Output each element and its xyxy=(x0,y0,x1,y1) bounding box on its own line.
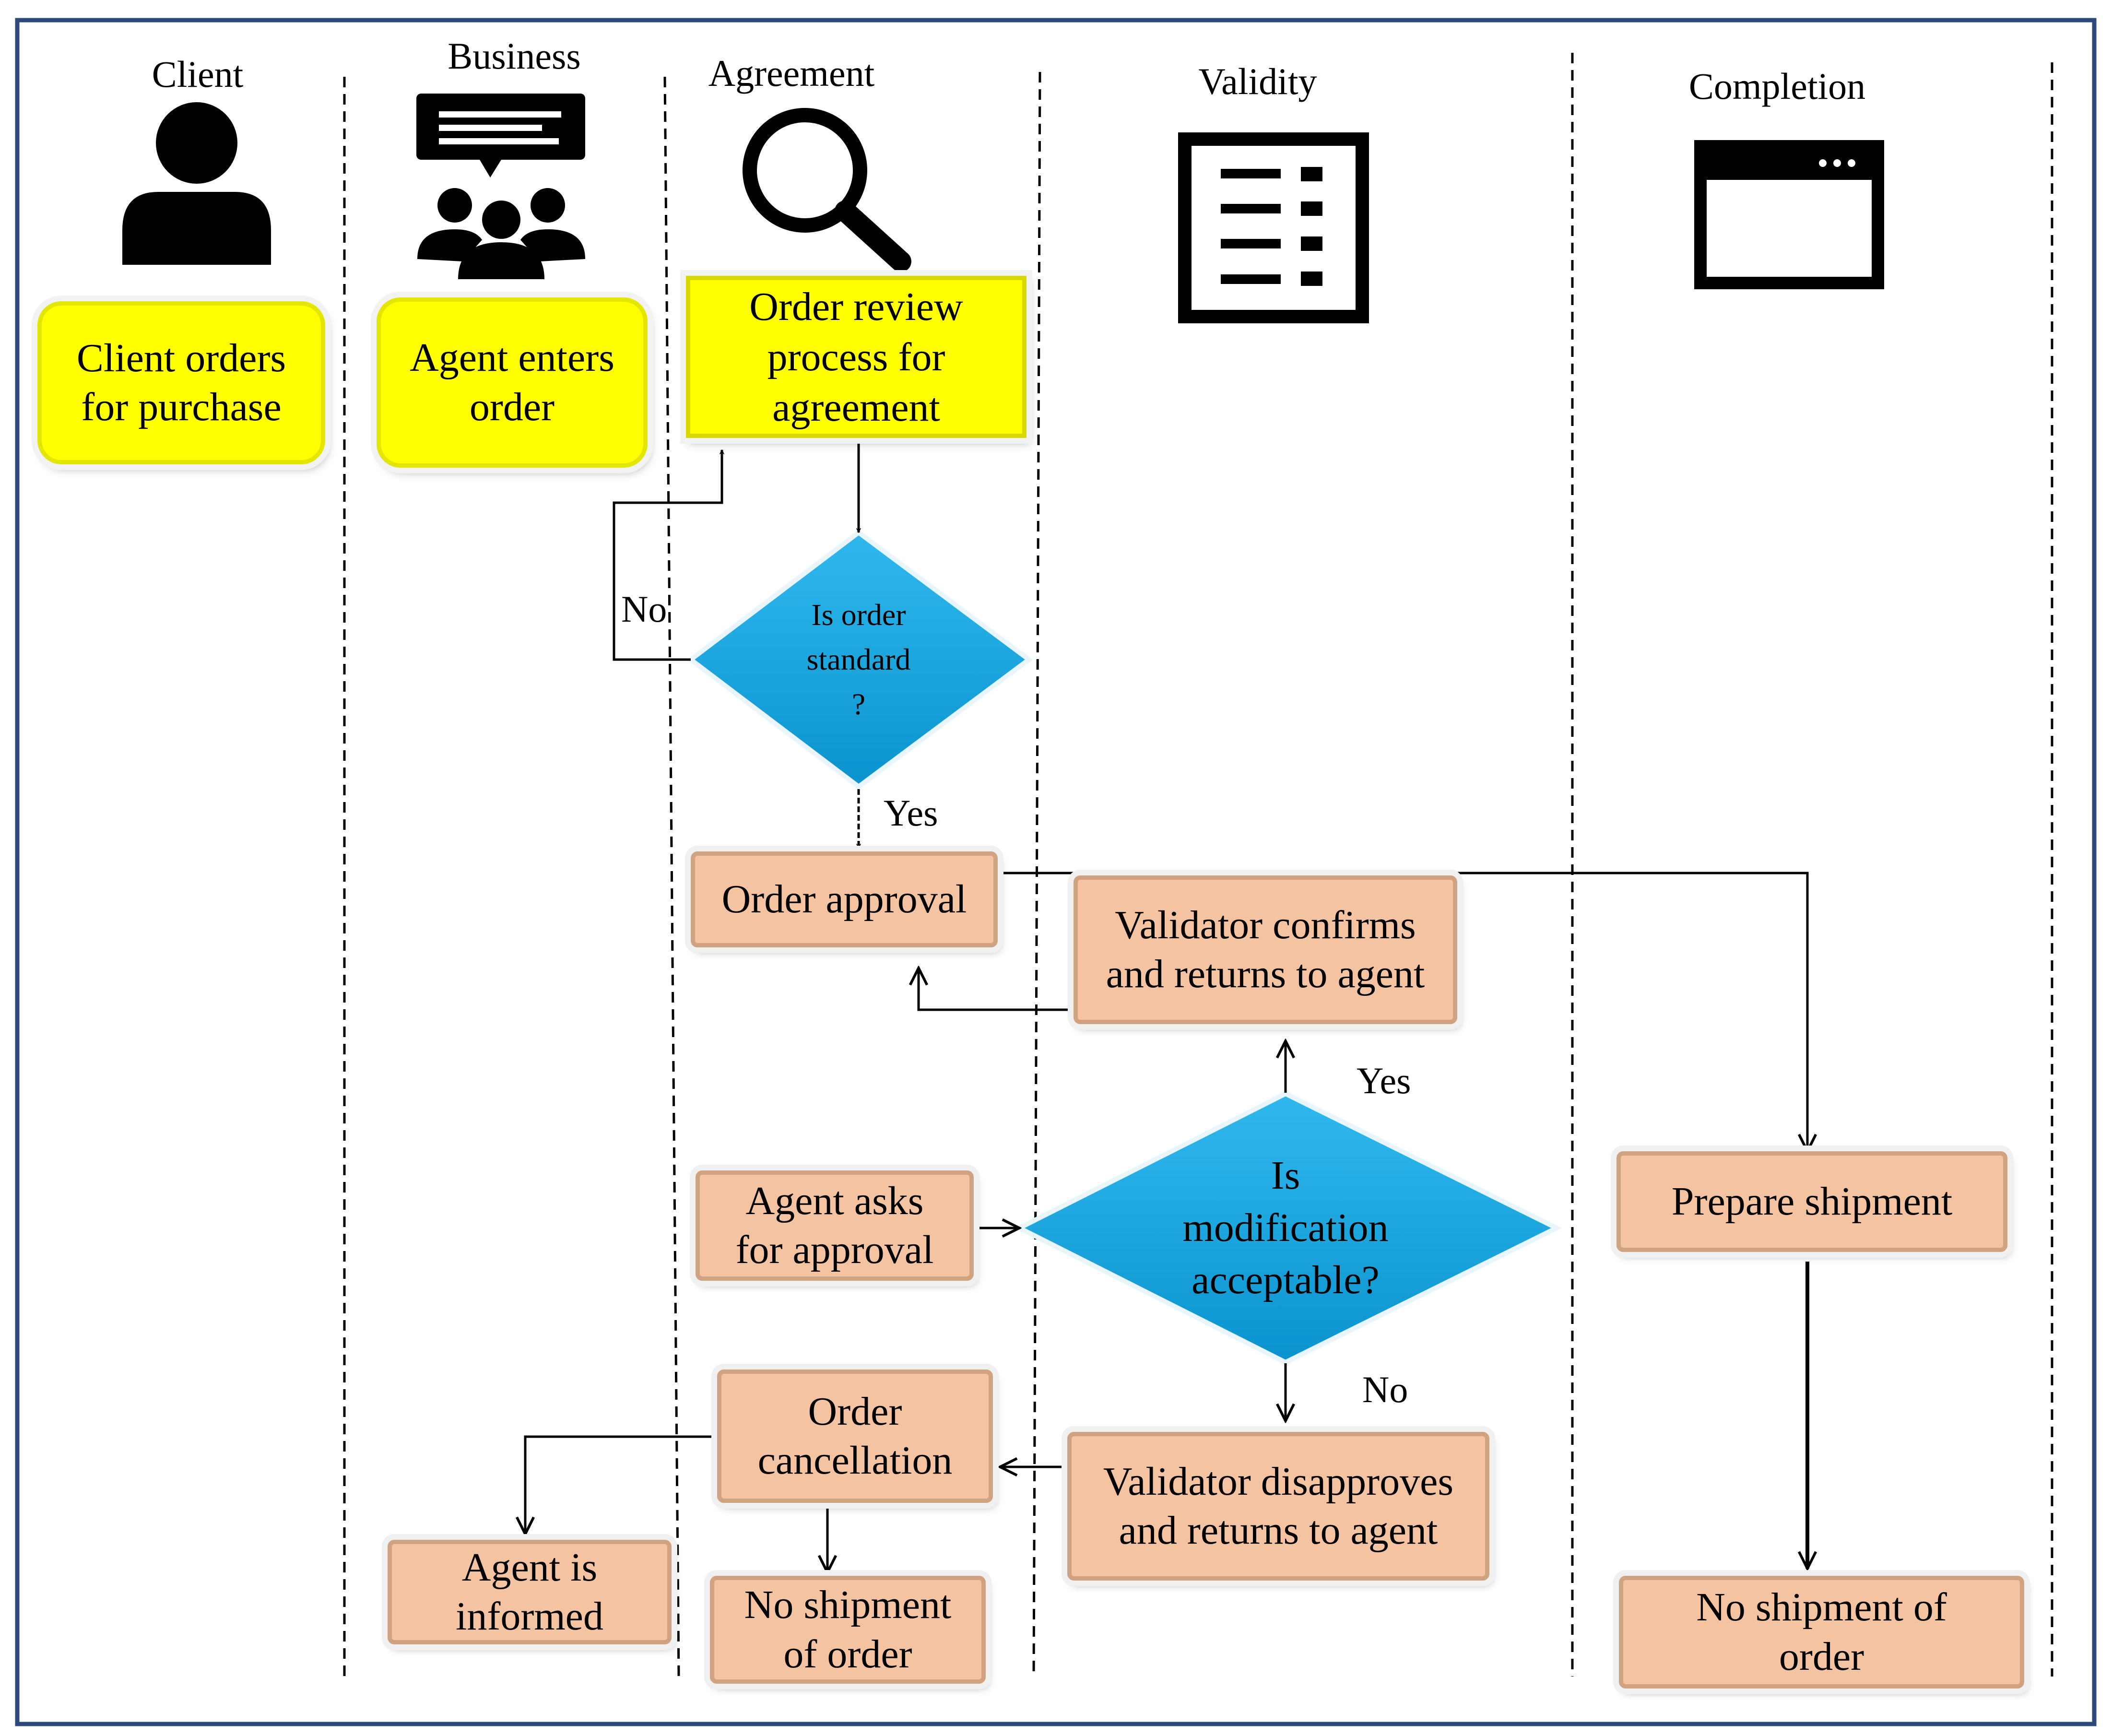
node-client-orders: Client orders for purchase xyxy=(37,301,325,464)
edge-label-no-modification: No xyxy=(1362,1369,1408,1410)
node-validator-disapproves: Validator disapproves and returns to age… xyxy=(1067,1432,1489,1581)
connectors xyxy=(525,444,1807,1572)
magnifier-icon xyxy=(743,108,911,272)
decision-diamond-modification xyxy=(1014,1091,1562,1365)
node-no-shipment-completion: No shipment of order xyxy=(1619,1576,2024,1689)
lane-title-business: Business xyxy=(448,35,581,77)
edge-label-yes-standard: Yes xyxy=(884,792,938,834)
node-prepare-shipment: Prepare shipment xyxy=(1616,1151,2007,1252)
node-no-shipment-agreement: No shipment of order xyxy=(710,1576,986,1684)
edge-standard-no-to-review xyxy=(613,450,722,661)
decision-diamond-standard xyxy=(686,529,1033,790)
edge-approval-to-prepare xyxy=(1002,872,1807,1151)
edge-cancellation-to-informed xyxy=(525,1435,717,1534)
lane-title-completion: Completion xyxy=(1688,65,1866,107)
edge-label-yes-modification: Yes xyxy=(1357,1060,1411,1101)
lane-separator-2 xyxy=(663,76,680,1677)
node-order-review: Order review process for agreement xyxy=(686,276,1027,438)
edge-label-no-standard: No xyxy=(621,588,667,630)
browser-window-icon xyxy=(1694,140,1884,289)
person-icon xyxy=(122,102,271,265)
lane-title-client: Client xyxy=(152,53,244,95)
decision-text-modification: Is modification acceptable? xyxy=(1182,1153,1389,1303)
node-agent-informed: Agent is informed xyxy=(388,1540,672,1644)
lane-title-agreement: Agreement xyxy=(708,52,875,94)
node-agent-asks: Agent asks for approval xyxy=(696,1170,974,1281)
node-validator-confirms: Validator confirms and returns to agent xyxy=(1074,875,1457,1024)
outer-frame xyxy=(15,18,2097,1726)
node-agent-enters: Agent enters order xyxy=(377,297,648,468)
checklist-icon xyxy=(1178,132,1369,323)
lane-title-validity: Validity xyxy=(1198,60,1317,102)
edge-confirms-to-approval xyxy=(919,968,1070,1011)
node-order-cancellation: Order cancellation xyxy=(717,1370,993,1503)
node-order-approval: Order approval xyxy=(691,851,998,947)
decision-text-standard: Is order standard ? xyxy=(806,597,911,721)
team-meeting-icon xyxy=(416,94,585,279)
